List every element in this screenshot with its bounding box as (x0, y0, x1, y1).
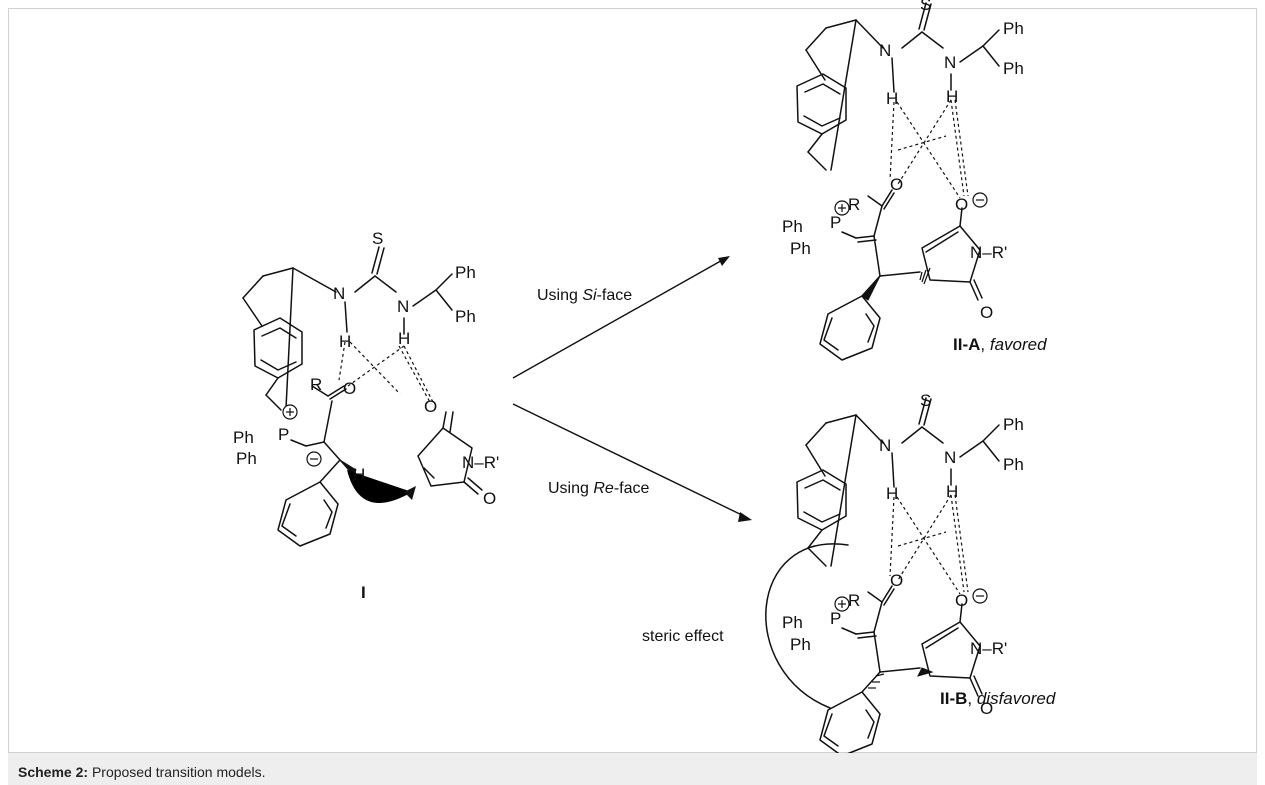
atom-O: O (980, 699, 993, 718)
figure-caption: Scheme 2: Proposed transition models. (8, 753, 1257, 785)
atom-S: S (372, 229, 383, 248)
atom-N: N (333, 284, 345, 303)
scheme-figure (8, 8, 1257, 753)
phenyl-label: Ph (236, 449, 257, 468)
phenyl-label: Ph (790, 635, 811, 654)
arrow-label-re: Using Re-face (548, 480, 649, 497)
phenyl-label: Ph (455, 263, 476, 282)
atom-O: O (955, 195, 968, 214)
reaction-arrow-re (512, 403, 752, 522)
atom-H: H (886, 484, 898, 503)
n-r-prime-label: N–R' (970, 639, 1007, 658)
negative-charge-icon (972, 192, 988, 208)
atom-H: H (886, 89, 898, 108)
reaction-scheme: N S N Ph Ph H H R O O Ph P Ph H N–R' O I… (233, 0, 1056, 757)
phenyl-label: Ph (233, 428, 254, 447)
atom-S: S (920, 0, 931, 14)
phenyl-label: Ph (1003, 19, 1024, 38)
atom-N: N (397, 297, 409, 316)
atom-N: N (944, 53, 956, 72)
positive-charge-icon (834, 596, 850, 612)
atom-O: O (955, 591, 968, 610)
atom-N: N (944, 448, 956, 467)
phenyl-label: Ph (782, 613, 803, 632)
atom-O: O (483, 489, 496, 508)
phenyl-label: Ph (782, 217, 803, 236)
atom-P: P (830, 213, 841, 232)
phenyl-label: Ph (1003, 455, 1024, 474)
positive-charge-icon (834, 200, 850, 216)
n-r-prime-label: N–R' (970, 243, 1007, 262)
steric-effect-label: steric effect (642, 628, 724, 645)
atom-O: O (980, 303, 993, 322)
negative-charge-icon (306, 451, 322, 467)
atom-H: H (946, 87, 958, 106)
phenyl-label: Ph (1003, 415, 1024, 434)
compound-IIA-structure: N S N Ph Ph H H R O O Ph P Ph N–R' O II-… (782, 0, 1047, 361)
negative-charge-icon (972, 588, 988, 604)
compound-I-structure: N S N Ph Ph H H R O O Ph P Ph H N–R' O I (233, 229, 499, 602)
atom-S: S (920, 391, 931, 410)
atom-O: O (424, 397, 437, 416)
atom-P: P (830, 609, 841, 628)
caption-text: Proposed transition models. (91, 764, 266, 780)
atom-P: P (278, 425, 289, 444)
atom-O: O (890, 571, 903, 590)
phenyl-label: Ph (1003, 59, 1024, 78)
compound-IIB-label: II-B, disfavored (940, 689, 1056, 708)
atom-O: O (890, 175, 903, 194)
atom-H: H (946, 482, 958, 501)
compound-IIA-label: II-A, favored (953, 335, 1047, 354)
n-r-prime-label: N–R' (462, 453, 499, 472)
atom-H: H (339, 332, 351, 351)
atom-N: N (879, 436, 891, 455)
atom-R: R (310, 375, 322, 394)
atom-N: N (879, 41, 891, 60)
positive-charge-icon (282, 404, 298, 420)
phenyl-label: Ph (790, 239, 811, 258)
atom-R: R (848, 591, 860, 610)
atom-R: R (848, 195, 860, 214)
atom-H: H (353, 465, 365, 484)
arrow-label-si: Using Si-face (537, 287, 632, 304)
compound-I-label: I (361, 583, 366, 602)
atom-H: H (398, 329, 410, 348)
phenyl-label: Ph (455, 307, 476, 326)
caption-label: Scheme 2: (18, 764, 89, 780)
atom-O: O (343, 379, 356, 398)
compound-IIB-structure: N S N Ph Ph H H R O O Ph P Ph N–R' O ste… (642, 391, 1056, 757)
reaction-arrow-si (512, 256, 730, 379)
